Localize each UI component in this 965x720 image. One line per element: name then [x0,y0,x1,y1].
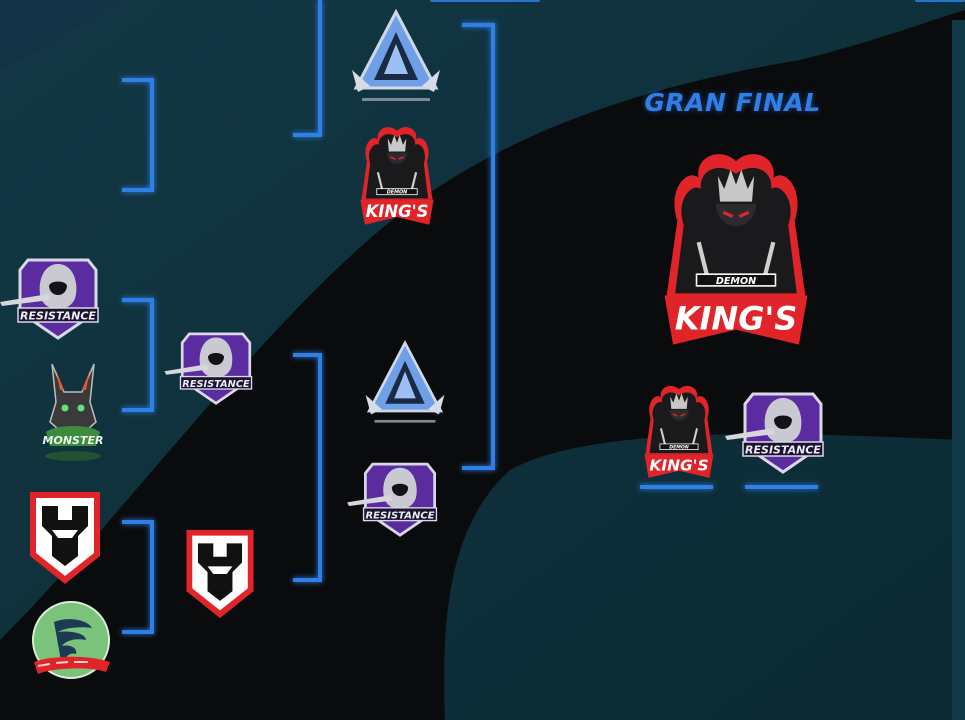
hooded-assassin-logo-icon: RESISTANCE [164,332,253,405]
blue-spiked-triangle-logo-icon [365,340,445,423]
hooded-assassin-logo-icon: RESISTANCE [347,462,438,537]
wolf-skull-logo-icon: MONSTER [43,363,104,461]
monster-wordmark: MONSTER [43,434,104,447]
top-left-dark-corner [0,0,120,70]
finalist-logo-demon-kings[interactable]: DEMON KING'S [640,382,718,480]
demon-king-logo-icon: DEMON KING'S [360,127,434,225]
champion-logo-demon-kings[interactable]: DEMON KING'S [656,145,816,350]
team-logo-resistance-uf[interactable]: RESISTANCE [347,455,448,537]
right-edge-strip [952,20,965,720]
demon-subtitle: DEMON [669,445,689,451]
bracket-sf1 [293,0,322,137]
top-edge-label-fragment-right [915,0,965,2]
demon-king-logo-icon: DEMON KING'S [644,385,714,478]
bracket-qf3 [122,520,154,634]
team-logo-hero-shield-sf[interactable] [184,528,256,620]
bracket-lines [122,0,818,634]
demon-king-logo-icon: DEMON KING'S [664,154,808,345]
bracket-qf2 [122,298,154,412]
red-white-shield-logo-icon [186,529,254,619]
green-tornado-logo-icon [32,601,110,679]
demon-subtitle: DEMON [387,190,408,196]
demon-subtitle: DEMON [716,276,756,287]
top-edge-label-fragment [430,0,540,2]
resistance-wordmark: RESISTANCE [182,379,250,390]
kings-wordmark: KING'S [366,202,429,221]
hooded-assassin-logo-icon: RESISTANCE [725,392,824,474]
grand-final-title: GRAN FINAL [644,88,821,117]
bracket-qf1 [122,78,154,192]
bracket-sf2 [293,353,322,582]
finalist-logo-resistance[interactable]: RESISTANCE [725,384,836,474]
team-logo-triangle-esports-2[interactable] [362,340,448,430]
kings-wordmark: KING'S [675,300,798,338]
team-logo-hero-shield-qf[interactable] [28,490,102,586]
team-logo-demon-kings-uf[interactable]: DEMON KING'S [356,120,438,230]
resistance-wordmark: RESISTANCE [20,310,96,323]
team-logo-art-esports[interactable] [28,600,114,690]
bracket-uf [462,23,495,470]
resistance-wordmark: RESISTANCE [365,510,434,521]
hooded-assassin-logo-icon: RESISTANCE [0,258,99,340]
team-logo-triangle-esports-1[interactable] [348,8,444,108]
blue-spiked-triangle-logo-icon [352,8,440,101]
team-logo-resistance-sf[interactable]: RESISTANCE [164,325,264,405]
kings-wordmark: KING'S [649,457,708,475]
resistance-wordmark: RESISTANCE [745,444,821,457]
team-logo-resistance-qf[interactable]: RESISTANCE [0,250,108,340]
team-logo-monster[interactable]: MONSTER [38,362,108,462]
red-white-shield-logo-icon [30,492,100,584]
